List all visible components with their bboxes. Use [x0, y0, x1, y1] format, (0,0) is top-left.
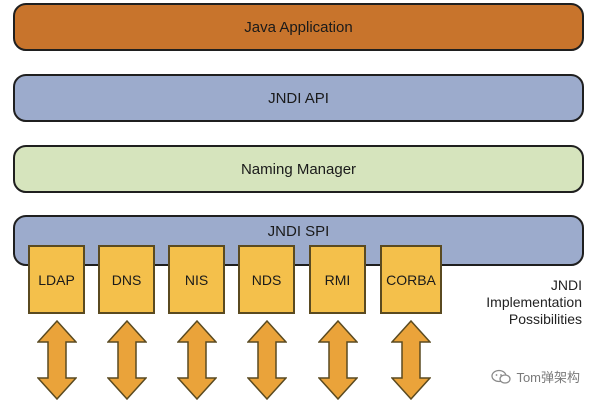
- jndi-api-layer: JNDI API: [13, 74, 584, 122]
- impl-label-nds: NDS: [251, 271, 282, 288]
- double-arrow-icon: [107, 320, 147, 400]
- jndi-spi-label: JNDI SPI: [267, 223, 330, 240]
- naming-manager-label: Naming Manager: [240, 160, 357, 178]
- caption-line-3: Possibilities: [508, 311, 582, 327]
- double-arrow-icon: [247, 320, 287, 400]
- wechat-icon: [491, 369, 512, 384]
- double-arrow-icon: [318, 320, 358, 400]
- double-arrow-icon: [37, 320, 77, 400]
- watermark: Tom弹架构: [491, 367, 580, 386]
- java-application-label: Java Application: [244, 18, 353, 36]
- impl-label-ldap: LDAP: [38, 271, 75, 288]
- impl-box-nis: NIS: [168, 245, 225, 314]
- watermark-text: Tom弹架构: [516, 370, 580, 385]
- caption-line-1: JNDI: [550, 277, 582, 293]
- jndi-api-label: JNDI API: [268, 89, 329, 107]
- impl-box-corba: CORBA: [380, 245, 442, 314]
- impl-box-nds: NDS: [238, 245, 295, 314]
- caption-line-2: Implementation: [486, 294, 582, 310]
- impl-label-nis: NIS: [184, 271, 209, 288]
- impl-label-corba: CORBA: [386, 271, 436, 288]
- impl-box-dns: DNS: [98, 245, 155, 314]
- double-arrow-icon: [391, 320, 431, 400]
- java-application-layer: Java Application: [13, 3, 584, 51]
- implementation-caption: JNDI Implementation Possibilities: [486, 277, 582, 328]
- impl-box-rmi: RMI: [309, 245, 366, 314]
- impl-box-ldap: LDAP: [28, 245, 85, 314]
- impl-label-dns: DNS: [111, 271, 142, 288]
- naming-manager-layer: Naming Manager: [13, 145, 584, 193]
- double-arrow-icon: [177, 320, 217, 400]
- impl-label-rmi: RMI: [324, 271, 351, 288]
